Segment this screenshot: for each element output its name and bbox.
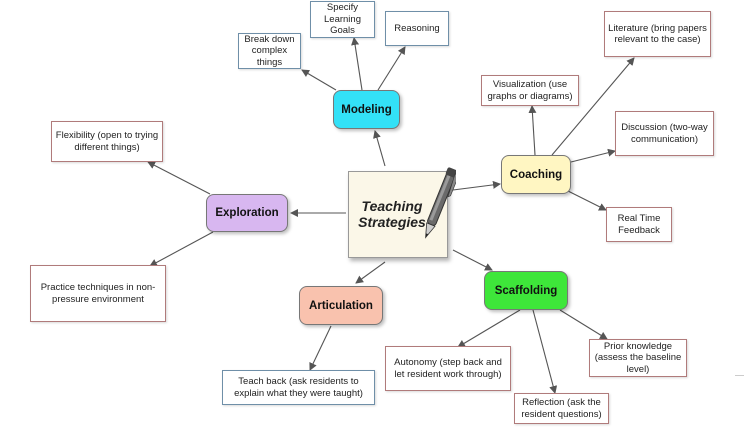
leaf-reflection-label: Reflection (ask the resident questions)	[521, 397, 602, 420]
hub-scaffolding-label: Scaffolding	[494, 284, 558, 297]
leaf-literature-label: Literature (bring papers relevant to the…	[608, 22, 707, 46]
arrow-center-scaffolding	[452, 249, 493, 271]
pen-icon	[425, 167, 456, 239]
arrow-articulation-teachback	[309, 325, 332, 371]
arrow-coaching-literature	[551, 57, 635, 156]
leaf-learning-goals[interactable]: Specify Learning Goals	[310, 1, 375, 38]
hub-articulation-label: Articulation	[309, 299, 373, 312]
leaf-learning-goals-label: Specify Learning Goals	[324, 2, 361, 37]
arrow-coaching-discussion	[570, 148, 616, 163]
leaf-reasoning[interactable]: Reasoning	[385, 11, 449, 46]
central-topic-label: Teaching Strategies	[358, 198, 426, 230]
arrow-coaching-visualization	[528, 105, 537, 156]
hub-coaching-label: Coaching	[509, 168, 563, 181]
arrow-scaffolding-autonomy	[457, 309, 521, 348]
hub-scaffolding[interactable]: Scaffolding	[484, 271, 568, 310]
leaf-autonomy[interactable]: Autonomy (step back and let resident wor…	[385, 346, 511, 391]
leaf-real-time-feedback[interactable]: Real Time Feedback	[606, 207, 672, 242]
leaf-break-down[interactable]: Break down complex things	[238, 33, 301, 69]
hub-articulation[interactable]: Articulation	[299, 286, 383, 325]
leaf-discussion[interactable]: Discussion (two-way communication)	[615, 111, 714, 156]
leaf-prior-knowledge-label: Prior knowledge (assess the baseline lev…	[594, 340, 682, 375]
edge-divider	[735, 375, 744, 376]
leaf-reasoning-label: Reasoning	[394, 22, 440, 34]
hub-coaching[interactable]: Coaching	[501, 155, 571, 194]
leaf-flexibility[interactable]: Flexibility (open to trying different th…	[51, 121, 163, 162]
leaf-break-down-label: Break down complex things	[244, 33, 295, 68]
leaf-discussion-label: Discussion (two-way communication)	[621, 122, 708, 145]
leaf-flexibility-label: Flexibility (open to trying different th…	[55, 130, 159, 153]
leaf-prior-knowledge[interactable]: Prior knowledge (assess the baseline lev…	[589, 339, 687, 377]
arrow-center-modeling	[373, 130, 386, 167]
arrow-modeling-breakdown	[301, 69, 337, 91]
leaf-autonomy-label: Autonomy (step back and let resident wor…	[394, 357, 502, 380]
leaf-practice-label: Practice techniques in non- pressure env…	[40, 282, 156, 305]
leaf-practice[interactable]: Practice techniques in non- pressure env…	[30, 265, 166, 322]
arrow-exploration-flexibility	[147, 161, 211, 195]
leaf-teach-back[interactable]: Teach back (ask residents to explain wha…	[222, 370, 375, 405]
hub-exploration[interactable]: Exploration	[206, 194, 288, 232]
leaf-teach-back-label: Teach back (ask residents to explain wha…	[234, 376, 363, 399]
arrow-modeling-reasoning	[377, 46, 406, 91]
leaf-literature[interactable]: Literature (bring papers relevant to the…	[604, 11, 711, 57]
hub-exploration-label: Exploration	[215, 207, 279, 219]
leaf-real-time-feedback-label: Real Time Feedback	[617, 213, 661, 236]
leaf-visualization[interactable]: Visualization (use graphs or diagrams)	[481, 75, 579, 106]
hub-modeling[interactable]: Modeling	[333, 90, 400, 129]
leaf-visualization-label: Visualization (use graphs or diagrams)	[487, 79, 573, 102]
arrow-coaching-realtime	[565, 189, 607, 211]
leaf-reflection[interactable]: Reflection (ask the resident questions)	[514, 393, 609, 424]
arrow-exploration-practice	[149, 231, 214, 267]
arrow-modeling-goals	[351, 37, 363, 91]
arrow-center-articulation	[355, 261, 386, 284]
arrow-scaffolding-reflection	[532, 309, 558, 394]
arrow-center-coaching	[452, 180, 501, 191]
hub-modeling-label: Modeling	[341, 103, 392, 116]
arrow-scaffolding-prior	[559, 309, 608, 340]
